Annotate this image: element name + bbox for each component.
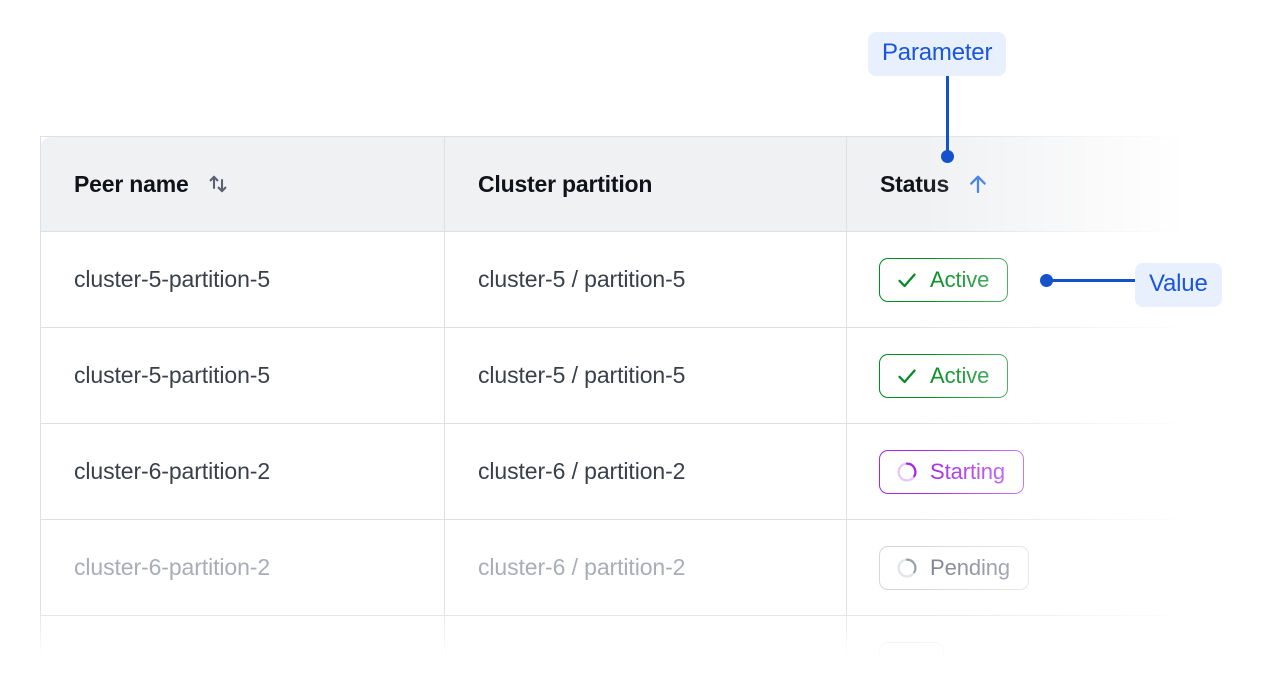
table-header-row: Peer name Cluster partition: [40, 136, 1190, 232]
annotation-dot-parameter: [941, 150, 954, 163]
cell-cluster-partition: cluster-5 / partition-5: [444, 327, 847, 424]
cell-cluster-partition: cluster-6 / partition-2: [444, 423, 847, 520]
column-header-cluster-partition[interactable]: Cluster partition: [444, 136, 847, 232]
cell-peer-name: cluster-5-partition-5: [40, 231, 445, 328]
cell-status: [846, 615, 1190, 657]
column-header-label: Peer name: [74, 170, 189, 197]
status-badge: Starting: [879, 449, 1025, 494]
status-badge-label: [895, 651, 925, 657]
cell-cluster-partition: cluster-5 / partition-5: [444, 231, 847, 328]
status-badge-label: Pending: [930, 554, 1011, 580]
annotation-label-parameter: Parameter: [868, 32, 1007, 76]
table-row[interactable]: cluster-6-partition-2 cluster-6 / partit…: [40, 423, 1190, 520]
annotation-label-value: Value: [1135, 263, 1222, 307]
peers-table-container: Peer name Cluster partition: [40, 136, 1190, 656]
check-icon: [895, 268, 919, 292]
sort-both-icon[interactable]: [206, 172, 230, 196]
column-header-peer-name[interactable]: Peer name: [40, 136, 445, 232]
cell-peer-name: [40, 615, 445, 656]
column-header-status[interactable]: Status: [846, 136, 1190, 232]
table-row[interactable]: [40, 615, 1190, 657]
table-header: Peer name Cluster partition: [40, 136, 1190, 232]
status-badge-label: Active: [930, 362, 990, 388]
cell-cluster-partition: [444, 615, 847, 656]
cell-cluster-partition: cluster-6 / partition-2: [444, 519, 847, 616]
cell-peer-name: cluster-5-partition-5: [40, 327, 445, 424]
annotation-connector-parameter: [946, 72, 949, 154]
cell-status: Active: [846, 231, 1190, 328]
cell-peer-name: cluster-6-partition-2: [40, 519, 445, 616]
status-badge-label: Starting: [930, 458, 1006, 484]
arrow-up-icon[interactable]: [966, 172, 990, 196]
check-icon: [895, 364, 919, 388]
table-row[interactable]: cluster-6-partition-2 cluster-6 / partit…: [40, 519, 1190, 616]
table-body: cluster-5-partition-5 cluster-5 / partit…: [40, 231, 1190, 657]
spinner-icon: [895, 460, 919, 484]
column-header-label: Cluster partition: [478, 170, 653, 197]
annotation-connector-value: [1046, 279, 1138, 282]
status-badge: Active: [879, 257, 1009, 302]
cell-status: Starting: [846, 423, 1190, 520]
cell-status: Pending: [846, 519, 1190, 616]
table-row[interactable]: cluster-5-partition-5 cluster-5 / partit…: [40, 231, 1190, 328]
cell-peer-name: cluster-6-partition-2: [40, 423, 445, 520]
status-badge: Pending: [879, 545, 1030, 590]
table-row[interactable]: cluster-5-partition-5 cluster-5 / partit…: [40, 327, 1190, 424]
peers-table: Peer name Cluster partition: [40, 136, 1190, 656]
status-badge: [879, 641, 945, 657]
column-header-label: Status: [880, 170, 950, 197]
status-badge-label: Active: [930, 266, 990, 292]
spinner-icon: [895, 556, 919, 580]
cell-status: Active: [846, 327, 1190, 424]
status-badge: Active: [879, 353, 1009, 398]
